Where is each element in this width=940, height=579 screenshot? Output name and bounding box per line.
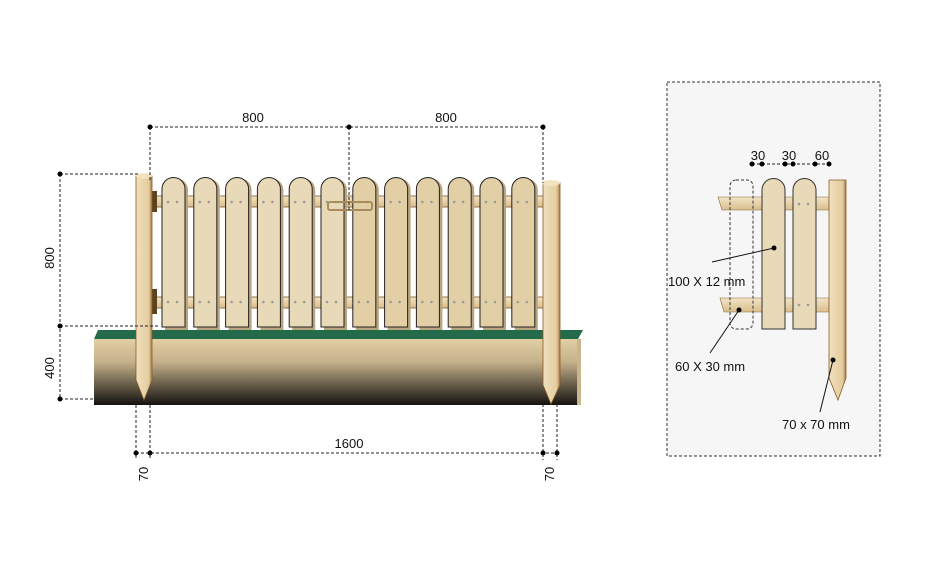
nail — [239, 200, 242, 204]
detail-picket-2 — [792, 178, 817, 330]
nail — [516, 200, 520, 204]
dimension-dots — [57, 124, 560, 456]
picket — [225, 177, 250, 328]
detail-panel — [666, 81, 881, 457]
gate-latch — [327, 201, 373, 211]
ground — [94, 330, 583, 405]
nail — [302, 300, 306, 304]
left-post — [135, 173, 153, 402]
nail — [525, 200, 529, 204]
detail-dim-gap-2: 30 — [782, 148, 796, 163]
detail-dim-gap-1: 30 — [751, 148, 765, 163]
picket — [447, 177, 472, 328]
nail — [525, 300, 529, 304]
nail — [461, 300, 465, 304]
nail — [239, 300, 242, 304]
nail — [452, 300, 456, 304]
dim-total-width: 1600 — [335, 436, 364, 451]
nail — [493, 200, 497, 204]
nail — [166, 200, 170, 204]
nail — [325, 300, 329, 304]
dim-right-post: 70 — [542, 467, 557, 481]
nail — [207, 300, 211, 304]
nail — [421, 200, 424, 204]
picket — [320, 177, 345, 328]
post-size-label: 70 x 70 mm — [782, 417, 850, 432]
nail — [430, 300, 433, 304]
nail — [166, 300, 170, 304]
picket-size-label: 100 X 12 mm — [668, 274, 745, 289]
nail — [334, 300, 338, 304]
picket — [511, 177, 536, 328]
picket — [415, 177, 440, 328]
nail — [175, 300, 179, 304]
nail — [421, 300, 424, 304]
nail — [461, 200, 465, 204]
rail-size-label: 60 X 30 mm — [675, 359, 745, 374]
nail — [484, 200, 488, 204]
right-post — [542, 180, 561, 405]
fence-pickets — [161, 177, 538, 330]
dim-top-right: 800 — [435, 110, 457, 125]
nail — [516, 300, 520, 304]
nail — [389, 300, 392, 304]
detail-dim-gap-3: 60 — [815, 148, 829, 163]
dim-left-post: 70 — [136, 467, 151, 481]
picket — [256, 177, 281, 328]
nail — [175, 200, 179, 204]
hinge-top — [152, 191, 157, 212]
nail — [293, 200, 297, 204]
nail — [198, 200, 202, 204]
nail — [207, 200, 211, 204]
dim-top-left: 800 — [242, 110, 264, 125]
picket — [384, 177, 409, 328]
nail — [293, 300, 297, 304]
picket — [161, 177, 186, 328]
nail — [389, 200, 392, 204]
nail — [398, 200, 401, 204]
nail — [452, 200, 456, 204]
nail — [493, 300, 497, 304]
picket — [352, 177, 377, 328]
nail — [398, 300, 401, 304]
detail-picket-1 — [761, 178, 786, 330]
picket — [288, 177, 313, 328]
detail-post — [828, 179, 847, 402]
nail — [430, 200, 433, 204]
hinge-bottom — [152, 289, 157, 314]
picket — [479, 177, 504, 328]
nail — [302, 200, 306, 204]
dim-ground-depth: 400 — [42, 357, 57, 379]
dim-fence-height: 800 — [42, 247, 57, 269]
nail — [366, 300, 370, 304]
nail — [262, 200, 265, 204]
nail — [484, 300, 488, 304]
picket — [193, 177, 218, 328]
nail — [262, 300, 265, 304]
nail — [230, 300, 233, 304]
nail — [271, 300, 274, 304]
nail — [357, 300, 361, 304]
nail — [198, 300, 202, 304]
nail — [230, 200, 233, 204]
nail — [271, 200, 274, 204]
